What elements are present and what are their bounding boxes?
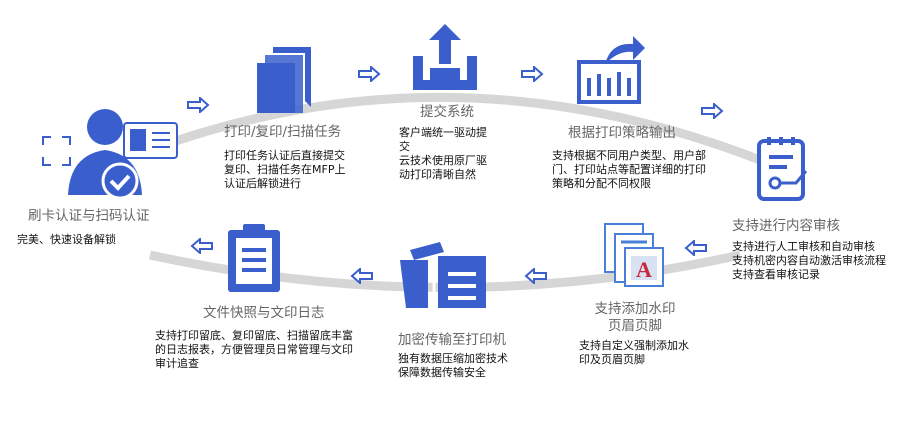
clipboard-icon	[228, 224, 280, 292]
step-desc: 支持进行人工审核和自动审核 支持机密内容自动激活审核流程 支持查看审核记录	[732, 240, 886, 281]
step-title: 支持添加水印 页眉页脚	[594, 301, 676, 334]
printer-icon	[400, 242, 486, 308]
arrow-right-icon	[701, 103, 724, 119]
arrow-left-icon	[684, 240, 707, 256]
person-id-card-check-icon	[42, 109, 178, 200]
step-title: 文件快照与文印日志	[203, 305, 325, 321]
step-title: 支持进行内容审核	[732, 218, 840, 234]
watermark-documents-icon: A	[604, 223, 664, 287]
arrow-left-icon	[190, 238, 213, 254]
step-title: 加密传输至打印机	[398, 332, 506, 348]
documents-stack-icon	[257, 47, 311, 113]
arrow-left-icon	[350, 268, 373, 284]
arrow-right-icon	[187, 97, 210, 113]
step-desc: 独有数据压缩加密技术 保障数据传输安全	[398, 352, 508, 379]
step-title: 提交系统	[420, 104, 474, 120]
step-desc: 打印任务认证后直接提交 复印、扫描任务在MFP上 认证后解锁进行	[224, 149, 346, 190]
upload-tray-icon	[413, 24, 477, 90]
chart-export-icon	[577, 36, 645, 104]
step-desc: 完美、快速设备解锁	[17, 233, 116, 246]
step-desc: 支持根据不同用户类型、用户部门、打印站点等配置详细的打印策略和分配不同权限	[552, 149, 706, 190]
step-desc: 支持打印留底、复印留底、扫描留底丰富的日志报表，方便管理员日常管理与文印审计追查	[155, 329, 353, 370]
step-title: 刷卡认证与扫码认证	[28, 208, 150, 224]
step-title: 打印/复印/扫描任务	[224, 124, 342, 140]
arrow-left-icon	[524, 268, 547, 284]
audit-notepad-icon	[757, 137, 808, 201]
step-desc: 客户端统一驱动提交 云技术使用原厂驱动打印清晰自然	[399, 126, 487, 181]
arrow-right-icon	[521, 66, 544, 82]
step-title: 根据打印策略输出	[568, 125, 676, 141]
svg-text:A: A	[636, 257, 652, 282]
arrow-right-icon	[358, 66, 381, 82]
step-desc: 支持自定义强制添加水印及页眉页脚	[579, 339, 689, 366]
